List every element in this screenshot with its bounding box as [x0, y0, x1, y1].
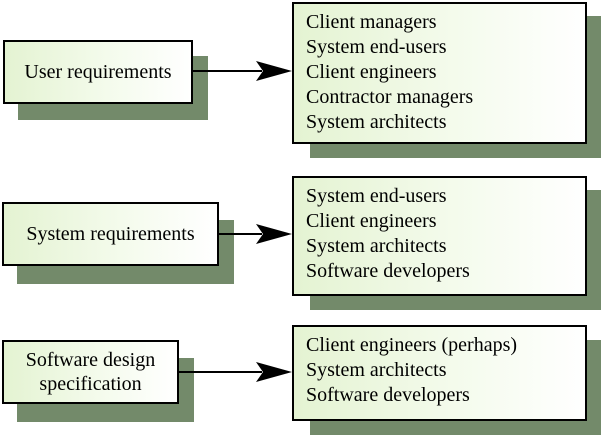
- software-design-specification-box: Software design specification: [2, 340, 179, 404]
- system-requirements-box: System requirements: [2, 202, 219, 266]
- reader-item: Contractor managers: [306, 86, 474, 108]
- system-requirements-label: System requirements: [26, 223, 195, 245]
- reader-item: System architects: [306, 111, 447, 133]
- software-design-label-line1: Software design: [25, 349, 156, 371]
- reader-item: System end-users: [306, 36, 447, 58]
- reader-item: System architects: [306, 235, 447, 257]
- reader-item: Client engineers (perhaps): [306, 334, 518, 356]
- user-requirements-readers-box: Client managers System end-users Client …: [292, 2, 587, 144]
- software-design-label-line2: specification: [39, 373, 142, 395]
- arrow-system-requirements: [219, 224, 292, 244]
- system-requirements-readers-box: System end-users Client engineers System…: [292, 176, 587, 296]
- reader-item: Software developers: [306, 260, 470, 282]
- arrow-user-requirements: [193, 61, 292, 81]
- reader-item: System architects: [306, 359, 447, 381]
- reader-item: System end-users: [306, 185, 447, 207]
- arrow-software-design: [179, 362, 292, 382]
- reader-item: Client engineers: [306, 210, 437, 232]
- software-design-readers-box: Client engineers (perhaps) System archit…: [292, 325, 587, 421]
- reader-item: Client managers: [306, 11, 437, 33]
- user-requirements-label: User requirements: [24, 61, 172, 83]
- reader-item: Client engineers: [306, 61, 437, 83]
- user-requirements-box: User requirements: [3, 40, 193, 104]
- reader-item: Software developers: [306, 384, 470, 406]
